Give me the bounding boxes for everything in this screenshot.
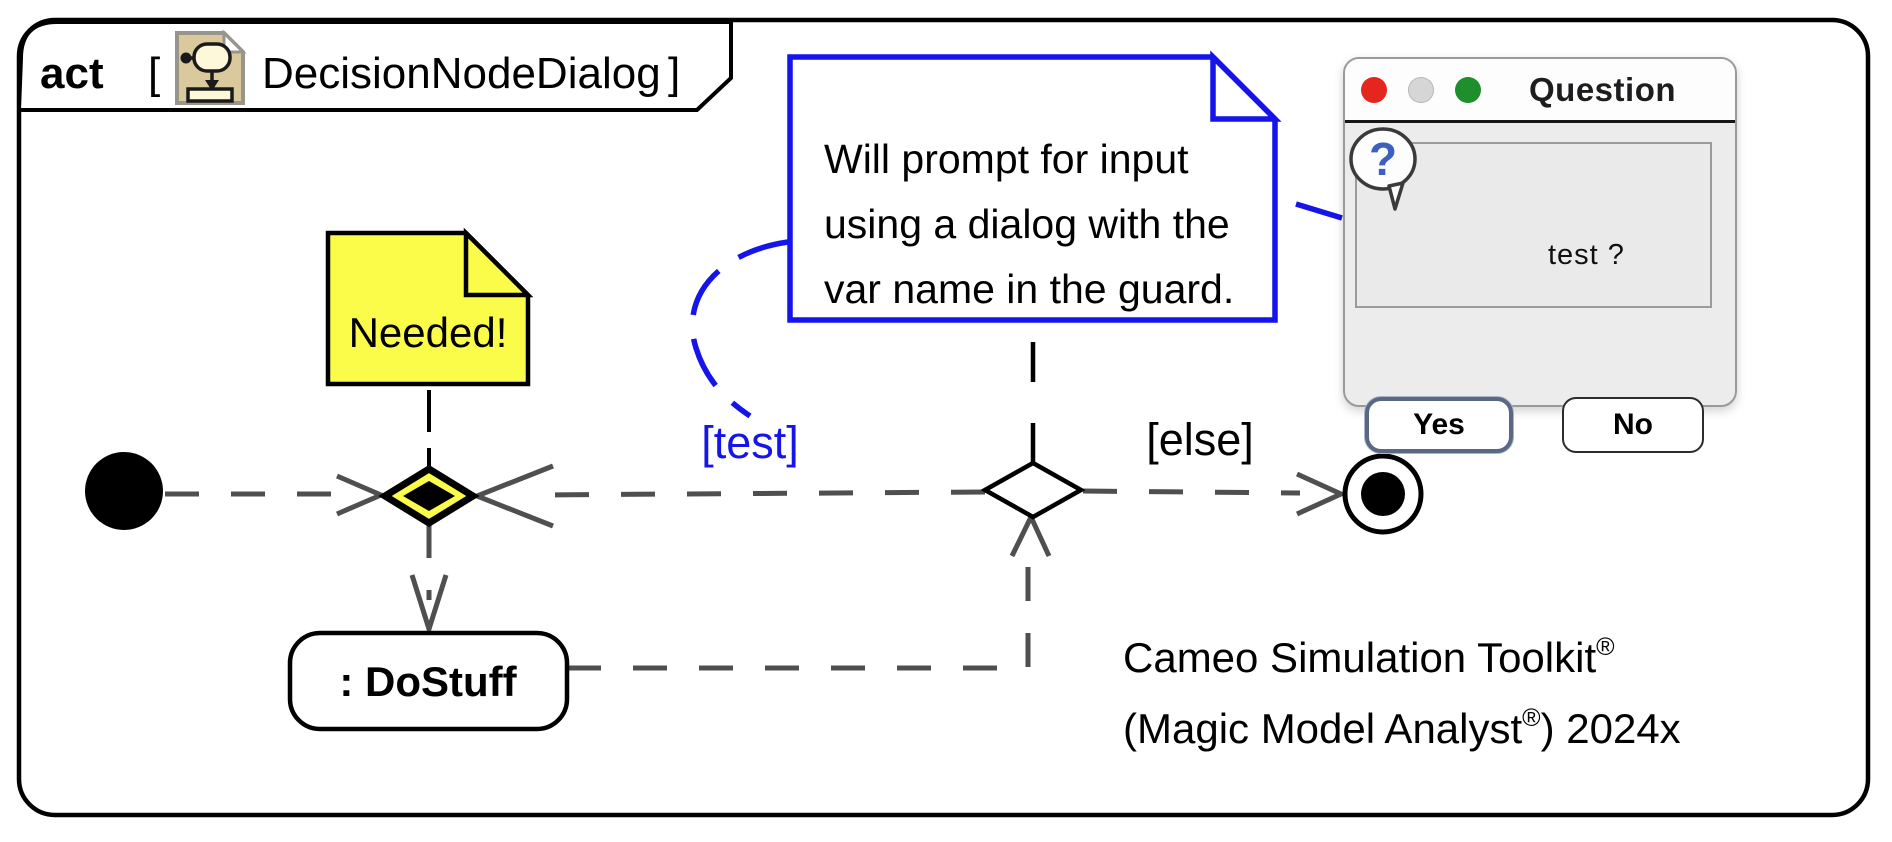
question-dialog-title: Question [1529, 70, 1677, 108]
prompt-note-line3: var name in the guard. [824, 266, 1234, 312]
zoom-window-icon[interactable] [1455, 76, 1481, 103]
action-node-label: : DoStuff [339, 658, 517, 705]
guard-else-label: [else] [1146, 414, 1254, 465]
control-flows [165, 463, 1348, 671]
decision-node-token [403, 481, 455, 511]
initial-node[interactable] [85, 452, 163, 530]
frame-kind-label: act [40, 49, 104, 98]
anchor-prompt-to-test-guard[interactable] [689, 239, 789, 419]
question-mark-glyph: ? [1369, 133, 1397, 185]
yes-button[interactable]: Yes [1365, 397, 1513, 453]
question-bubble-icon: ? [1349, 127, 1417, 211]
action-node[interactable]: : DoStuff [287, 630, 570, 732]
decision-node[interactable] [980, 460, 1086, 520]
needed-note[interactable]: Needed! [325, 227, 534, 387]
flow-test-edge[interactable] [527, 489, 986, 498]
credit-text: Cameo Simulation Toolkit® (Magic Model A… [1123, 618, 1823, 760]
credit-line1: Cameo Simulation Toolkit® [1123, 633, 1615, 681]
credit-line2: (Magic Model Analyst®) 2024x [1123, 704, 1681, 752]
registered-mark: ® [1596, 633, 1615, 661]
question-dialog-message: test ? [1548, 239, 1625, 271]
needed-note-text: Needed! [349, 309, 508, 356]
anchor-prompt-to-dialog[interactable] [1295, 201, 1343, 221]
guard-test-label: [test] [701, 417, 799, 468]
activity-diagram-icon [175, 29, 247, 105]
frame-close-bracket: ] [668, 49, 680, 98]
flow-action-to-decision2[interactable] [567, 558, 1031, 671]
question-dialog-body: ? test ? Yes No [1345, 123, 1735, 453]
frame-open-bracket: [ [148, 49, 160, 98]
registered-mark: ® [1522, 704, 1541, 732]
decision-node-active[interactable] [378, 464, 480, 528]
arrowhead-into-action [409, 574, 449, 638]
question-dialog-titlebar: Question [1345, 59, 1735, 123]
arrowhead-into-final [1295, 471, 1348, 517]
final-node[interactable] [1342, 453, 1424, 535]
prompt-note-line1: Will prompt for input [824, 136, 1189, 182]
no-button[interactable]: No [1562, 397, 1704, 453]
prompt-note[interactable]: Will prompt for input using a dialog wit… [787, 50, 1282, 323]
minimize-window-icon[interactable] [1408, 76, 1434, 103]
close-window-icon[interactable] [1361, 76, 1387, 103]
frame-diagram-name: DecisionNodeDialog [262, 49, 661, 98]
question-dialog: Question ? test ? Yes No [1343, 57, 1737, 453]
prompt-note-line2: using a dialog with the [824, 201, 1230, 247]
